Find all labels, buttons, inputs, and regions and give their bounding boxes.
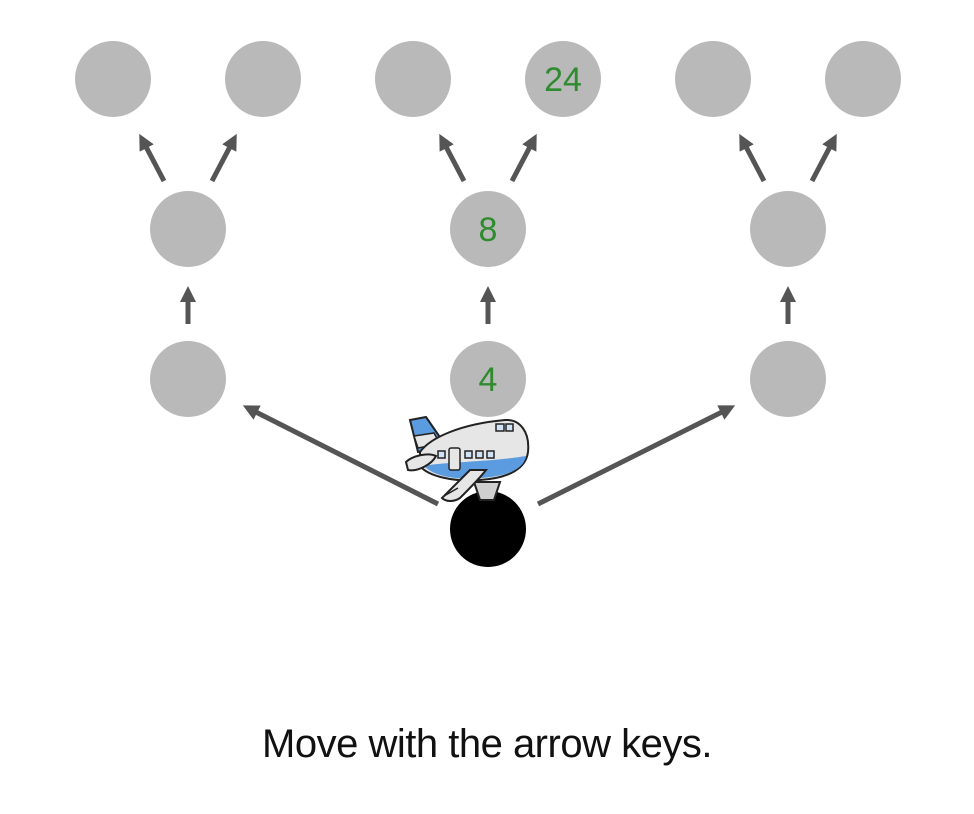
node-l1-center[interactable]: 4 [450,341,526,417]
edge-l2right-to-l3right-b [809,133,837,183]
node-l2-center[interactable]: 8 [450,191,526,267]
node-start[interactable] [450,491,526,567]
node-reward-label: 24 [544,61,582,99]
edge-l2center-to-l3center-b [509,133,537,183]
node-l2-right[interactable] [750,191,826,267]
node-l3-center-b[interactable]: 24 [525,41,601,117]
node-reward-label: 4 [479,361,498,399]
edge-l2center-to-l3center-a [439,133,467,183]
node-l3-right-a[interactable] [675,41,751,117]
node-l3-right-b[interactable] [825,41,901,117]
airplane-icon [404,415,530,502]
node-l3-left-b[interactable] [225,41,301,117]
node-l3-left-a[interactable] [75,41,151,117]
edge-l2right-to-l3right-a [739,133,767,183]
node-reward-label: 8 [479,211,498,249]
node-l2-left[interactable] [150,191,226,267]
edge-start-to-right [536,405,736,507]
instruction-text: Move with the arrow keys. [262,722,712,766]
edge-l2left-to-l3left-b [209,133,237,183]
edge-start-to-left [242,405,440,507]
node-l1-left[interactable] [150,341,226,417]
tree-edges [139,133,837,507]
node-l3-center-a[interactable] [375,41,451,117]
edge-l2left-to-l3left-a [139,133,167,183]
node-l1-right[interactable] [750,341,826,417]
